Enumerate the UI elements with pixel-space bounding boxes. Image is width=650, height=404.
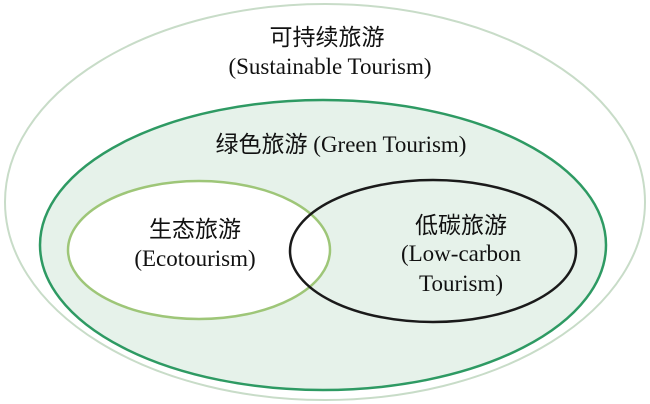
green-tourism-label: 绿色旅游 (Green Tourism) bbox=[216, 132, 467, 157]
ecotourism-label-en: (Ecotourism) bbox=[134, 246, 255, 271]
low-carbon-tourism-label-en-line2: Tourism) bbox=[419, 271, 503, 296]
sustainable-tourism-label-cn: 可持续旅游 bbox=[270, 25, 385, 50]
ecotourism-ellipse bbox=[66, 179, 332, 321]
ecotourism-label-cn: 生态旅游 bbox=[149, 217, 241, 242]
low-carbon-tourism-label-cn: 低碳旅游 bbox=[415, 213, 507, 238]
low-carbon-tourism-ellipse bbox=[288, 178, 578, 324]
low-carbon-tourism-label-en-line1: (Low-carbon bbox=[401, 241, 522, 266]
sustainable-tourism-label-en: (Sustainable Tourism) bbox=[228, 54, 431, 79]
